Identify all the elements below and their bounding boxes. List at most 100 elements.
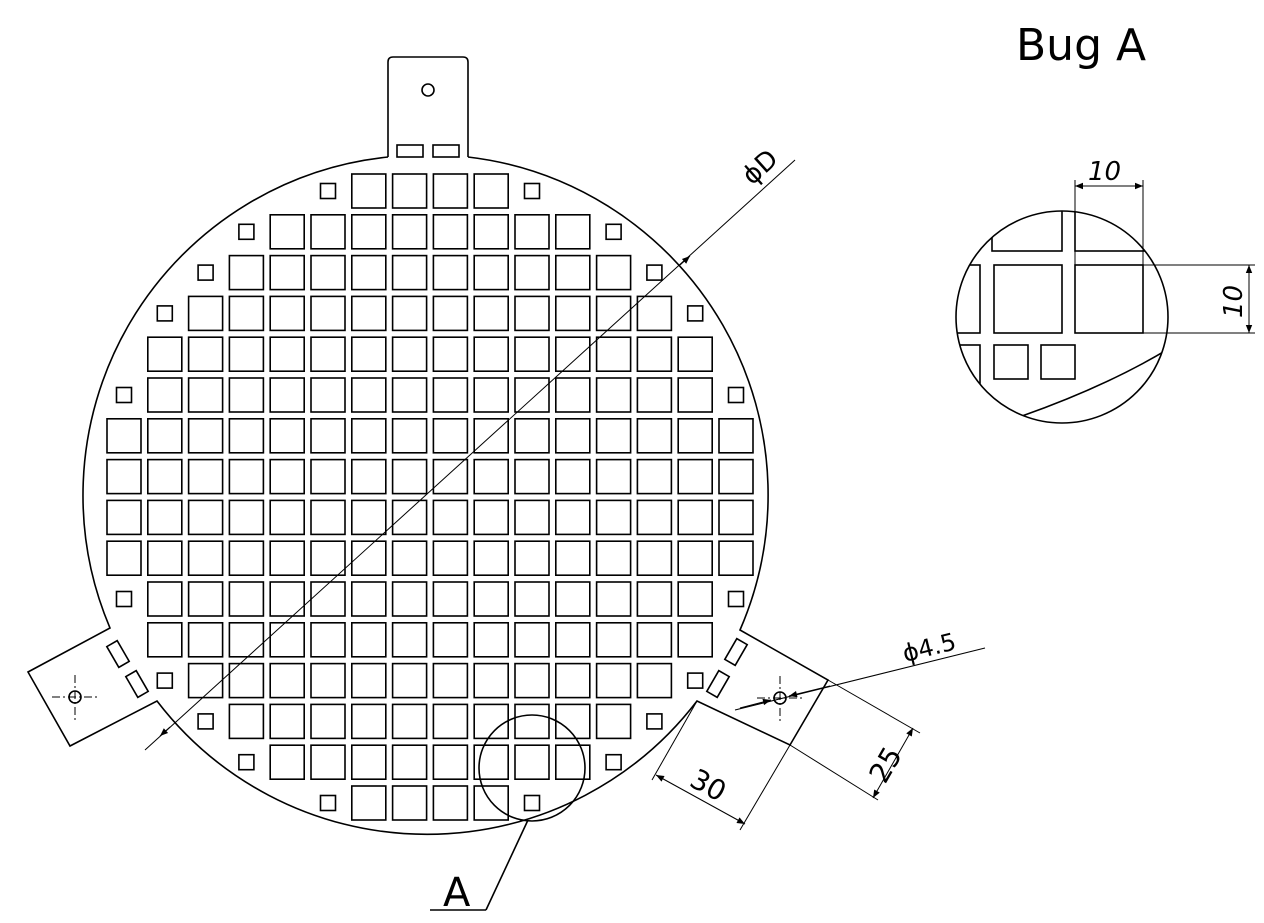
perforation-hole <box>147 417 183 454</box>
perforation-hole <box>514 336 550 373</box>
perforation-hole <box>677 458 714 495</box>
perforation-hole <box>636 377 673 413</box>
perforation-hole <box>269 621 306 658</box>
perforation-hole <box>514 662 550 699</box>
perforation-hole <box>228 581 265 617</box>
perforation-hole <box>432 173 469 209</box>
perforation-hole <box>514 214 550 250</box>
perforation-hole <box>523 794 541 812</box>
perforation-hole <box>115 590 133 608</box>
perforation-hole <box>677 540 714 577</box>
perforation-hole <box>391 336 428 373</box>
perforation-hole <box>718 499 754 536</box>
perforation-hole <box>514 540 550 577</box>
perforation-hole <box>595 254 632 291</box>
perforation-hole <box>391 295 428 332</box>
perforation-hole <box>554 214 591 250</box>
perforation-hole <box>391 540 428 577</box>
perforation-hole <box>228 499 265 536</box>
perforation-hole <box>319 794 337 812</box>
perforation-hole <box>310 744 346 781</box>
perforation-hole <box>514 295 550 332</box>
perforation-hole <box>238 753 255 771</box>
perforation-hole <box>228 662 265 699</box>
perforation-hole <box>197 713 214 730</box>
perforation-hole <box>595 458 632 495</box>
perforation-hole <box>677 417 714 454</box>
perforation-hole <box>106 540 142 577</box>
perforation-hole <box>310 703 346 740</box>
perforation-hole <box>432 417 469 454</box>
perforation-hole <box>350 377 387 413</box>
perforation-hole <box>106 417 142 454</box>
top-tab-hole <box>421 83 435 97</box>
perforation-hole <box>473 214 510 250</box>
perforation-hole <box>595 336 632 373</box>
detail-title: Bug A <box>1016 20 1146 71</box>
left-tab-hole <box>52 675 98 720</box>
perforation-hole <box>156 672 174 689</box>
perforation-hole <box>686 672 704 689</box>
perforation-hole <box>350 336 387 373</box>
perforation-hole <box>391 377 428 413</box>
perforation-hole <box>432 621 469 658</box>
hole-diameter-dimension: ϕ4.5 <box>734 628 986 711</box>
perforation-hole <box>147 336 183 373</box>
perforation-hole <box>514 581 550 617</box>
perforation-hole <box>677 377 714 413</box>
perforation-hole <box>432 540 469 577</box>
perforation-hole <box>473 499 510 536</box>
perforation-hole <box>350 662 387 699</box>
perforation-hole <box>187 295 224 332</box>
perforation-hole <box>391 621 428 658</box>
perforation-hole <box>269 214 306 250</box>
perforation-hole <box>269 254 306 291</box>
perforation-hole <box>310 295 346 332</box>
perforation-hole <box>432 744 469 781</box>
perforation-hole <box>432 336 469 373</box>
perforation-hole <box>595 621 632 658</box>
perforation-hole <box>319 182 337 200</box>
perforation-hole <box>269 417 306 454</box>
perforation-hole <box>269 581 306 617</box>
perforation-hole <box>554 377 591 413</box>
perforation-hole <box>473 417 510 454</box>
perforation-hole <box>473 703 510 740</box>
perforation-grid <box>106 173 754 821</box>
perforation-hole <box>350 254 387 291</box>
perforation-hole <box>269 377 306 413</box>
perforation-hole <box>391 499 428 536</box>
perforation-hole <box>310 336 346 373</box>
detail-callout: A <box>430 714 586 916</box>
perforation-hole <box>514 744 550 781</box>
perforation-hole <box>115 386 133 404</box>
detail-width-label: 10 <box>1088 157 1121 187</box>
perforation-hole <box>310 499 346 536</box>
perforation-hole <box>269 540 306 577</box>
perforation-hole <box>636 540 673 577</box>
perforation-hole <box>595 662 632 699</box>
perforation-hole <box>514 499 550 536</box>
perforation-hole <box>187 662 224 699</box>
tab-slot <box>432 144 460 158</box>
perforation-hole <box>391 662 428 699</box>
perforation-hole <box>391 703 428 740</box>
perforation-hole <box>238 223 255 241</box>
perforation-hole <box>310 417 346 454</box>
perforation-hole <box>228 254 265 291</box>
perforation-hole <box>646 713 663 730</box>
perforation-hole <box>636 295 673 332</box>
perforation-hole <box>473 662 510 699</box>
perforation-hole <box>187 417 224 454</box>
perforation-hole <box>636 621 673 658</box>
perforation-hole <box>269 295 306 332</box>
perforation-hole <box>310 540 346 577</box>
perforation-hole <box>473 173 510 209</box>
perforation-hole <box>391 214 428 250</box>
perforation-hole <box>473 377 510 413</box>
perforation-hole <box>473 621 510 658</box>
perforation-hole <box>228 295 265 332</box>
perforation-hole <box>718 417 754 454</box>
perforation-hole <box>269 662 306 699</box>
perforation-hole <box>187 499 224 536</box>
